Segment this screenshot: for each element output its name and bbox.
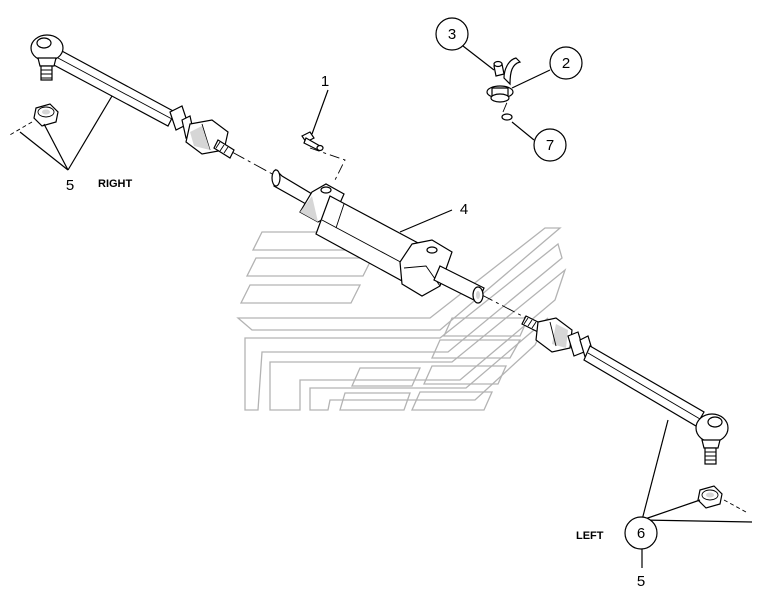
callout-6-label: 6 xyxy=(637,525,645,542)
right-nut xyxy=(7,103,59,137)
callout-5-right-label: 5 xyxy=(66,177,74,194)
callout-5-left: 5 xyxy=(637,573,645,590)
right-tie-rod xyxy=(30,34,235,159)
leader-lines xyxy=(19,45,753,568)
left-side-label: LEFT xyxy=(576,530,604,542)
left-nut xyxy=(697,485,747,513)
callout-2-label: 2 xyxy=(562,55,570,72)
watermark-logo xyxy=(236,227,567,411)
bolt-part xyxy=(301,131,324,152)
steering-cylinder xyxy=(271,168,485,304)
callout-4: 4 xyxy=(460,201,468,218)
callout-7: 7 xyxy=(533,128,567,162)
callout-4-label: 4 xyxy=(460,201,468,218)
callout-7-label: 7 xyxy=(546,137,554,154)
callout-5-left-label: 5 xyxy=(637,573,645,590)
left-tie-rod xyxy=(521,315,729,465)
grease-fitting-assembly xyxy=(486,57,522,121)
right-side-label: RIGHT xyxy=(98,178,133,190)
center-line xyxy=(231,99,531,321)
callout-3: 3 xyxy=(435,17,469,51)
callout-6: 6 xyxy=(624,516,658,550)
callout-1: 1 xyxy=(321,73,329,90)
callout-5-right: 5 xyxy=(66,177,74,194)
callout-3-label: 3 xyxy=(448,26,456,43)
callout-1-label: 1 xyxy=(321,73,329,90)
callout-2: 2 xyxy=(549,46,583,80)
